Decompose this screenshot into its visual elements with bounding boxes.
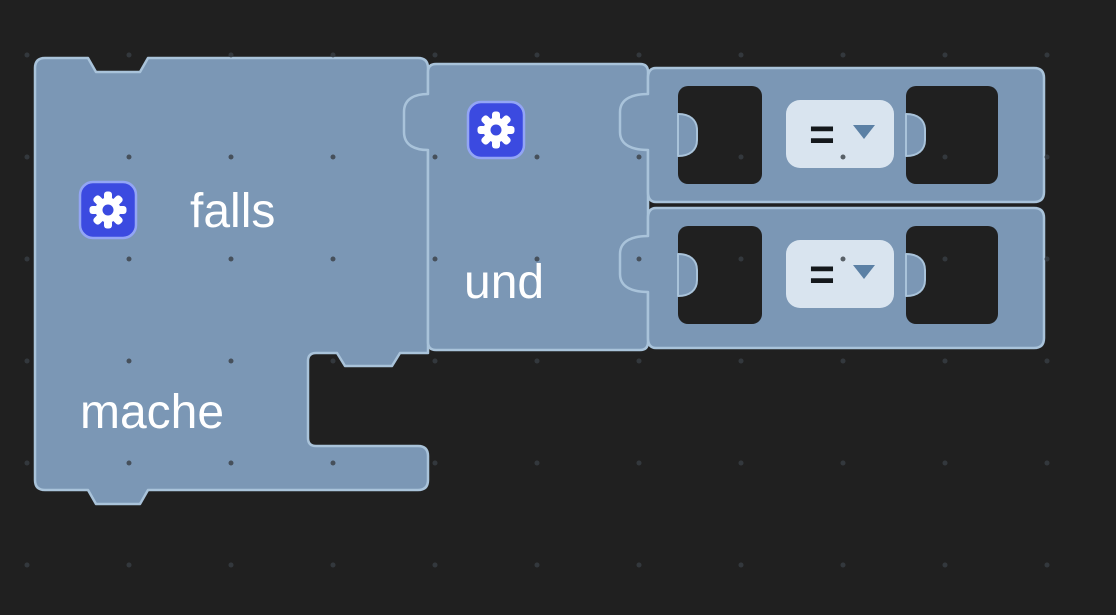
- empty-socket-right[interactable]: [905, 86, 998, 184]
- connection-tab: [677, 253, 698, 297]
- empty-socket-left[interactable]: [677, 226, 762, 324]
- operator-dropdown[interactable]: =: [786, 100, 894, 168]
- do-label: mache: [80, 386, 224, 439]
- mutator-gear-icon[interactable]: [78, 180, 138, 240]
- empty-socket-left[interactable]: [677, 86, 762, 184]
- operator-value: =: [809, 250, 835, 299]
- compare-block-2[interactable]: =: [618, 206, 1046, 350]
- operator-dropdown[interactable]: =: [786, 240, 894, 308]
- connection-tab: [905, 113, 926, 157]
- connection-tab: [905, 253, 926, 297]
- if-label: falls: [190, 185, 275, 238]
- mutator-gear-icon[interactable]: [466, 100, 526, 160]
- operator-value: =: [809, 110, 835, 159]
- empty-socket-right[interactable]: [905, 226, 998, 324]
- compare-block-1[interactable]: =: [618, 66, 1046, 204]
- connection-tab: [677, 113, 698, 157]
- and-label: und: [464, 256, 544, 309]
